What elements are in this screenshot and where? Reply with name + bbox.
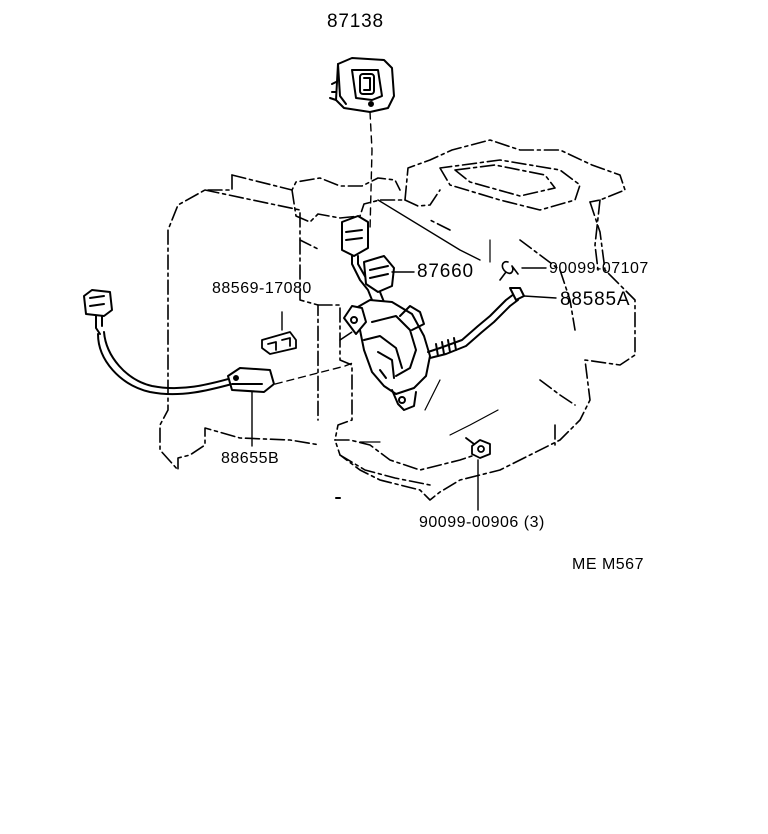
part-87138-block bbox=[329, 57, 395, 113]
callout-90099-07107: 90099-07107 bbox=[549, 260, 649, 277]
callout-87660: 87660 bbox=[417, 261, 474, 282]
callout-87138: 87138 bbox=[327, 11, 384, 32]
part-88569-17080-clip bbox=[261, 331, 297, 355]
part-88655b-harness bbox=[83, 289, 275, 396]
part-90099-07107-clip bbox=[499, 260, 519, 281]
callout-88569-17080: 88569-17080 bbox=[212, 280, 312, 297]
callout-90099-00906: 90099-00906 (3) bbox=[419, 514, 545, 531]
callout-88585a: 88585A bbox=[560, 289, 631, 310]
callout-88655b: 88655B bbox=[221, 450, 280, 467]
heater-unit-outline bbox=[159, 139, 636, 501]
part-90099-00906-screw bbox=[465, 437, 491, 459]
part-87660-actuator bbox=[341, 215, 525, 411]
drawing-code: ME M567 bbox=[572, 556, 644, 573]
